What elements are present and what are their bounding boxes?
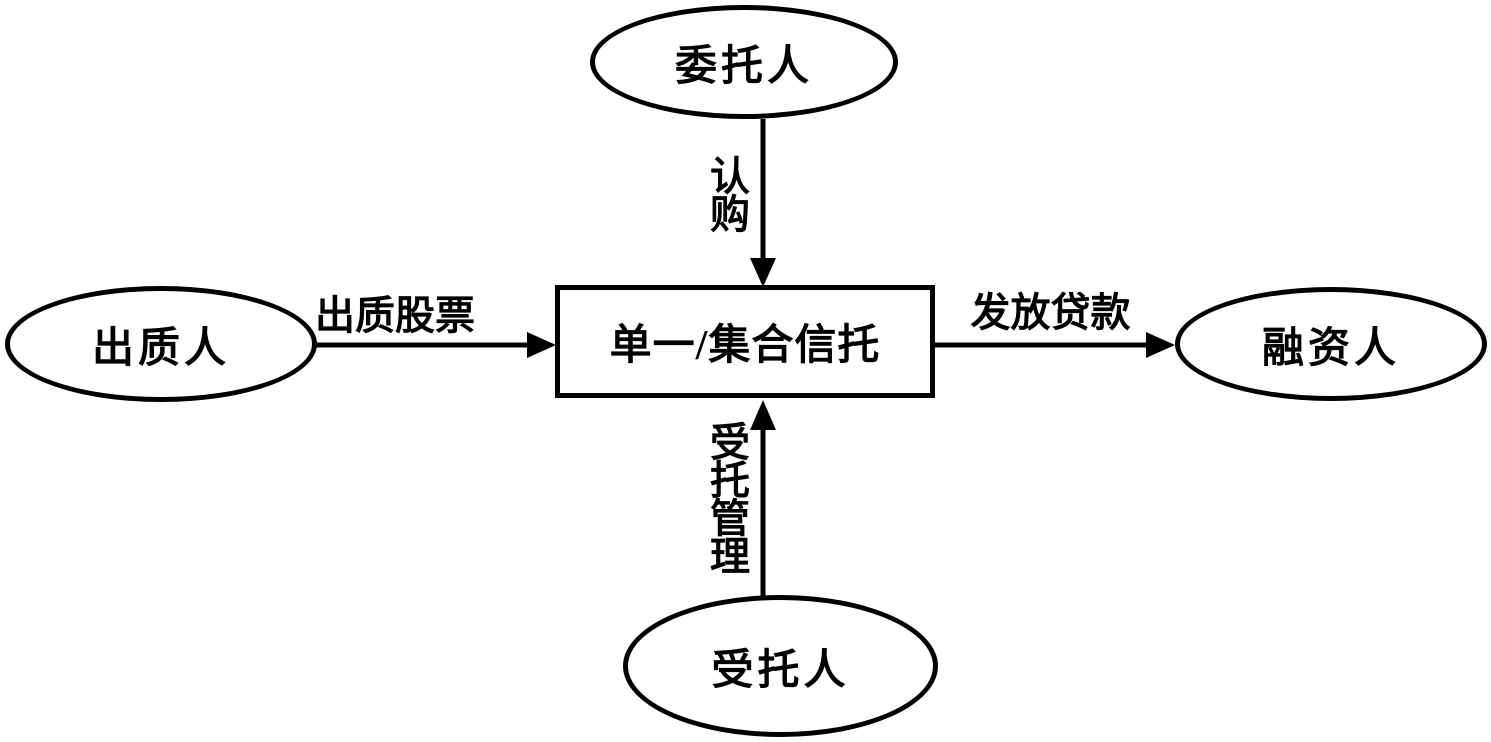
node-trustee-label: 受托人 [711, 647, 850, 694]
node-client: 委托人 [590, 5, 898, 119]
node-financier-label: 融资人 [1261, 325, 1400, 372]
node-trust-label: 单一/集合信托 [609, 323, 881, 369]
node-trust: 单一/集合信托 [555, 285, 935, 398]
arrowhead-up-icon [750, 400, 776, 430]
arrowhead-right-icon [1146, 332, 1175, 358]
node-financier: 融资人 [1175, 287, 1487, 401]
edge-label-subscribe: 认购 [704, 155, 749, 231]
edge-label-grant-loan: 发放贷款 [970, 290, 1131, 335]
edge-label-pledge-stock: 出质股票 [315, 293, 475, 338]
arrowhead-down-icon [750, 258, 776, 287]
edge-label-entrusted-management: 受托管理 [704, 421, 749, 573]
arrowhead-right-icon [527, 332, 556, 358]
node-client-label: 委托人 [674, 43, 813, 90]
node-trustee: 受托人 [623, 595, 938, 737]
node-pledgor: 出质人 [5, 286, 317, 402]
node-pledgor-label: 出质人 [91, 325, 230, 372]
